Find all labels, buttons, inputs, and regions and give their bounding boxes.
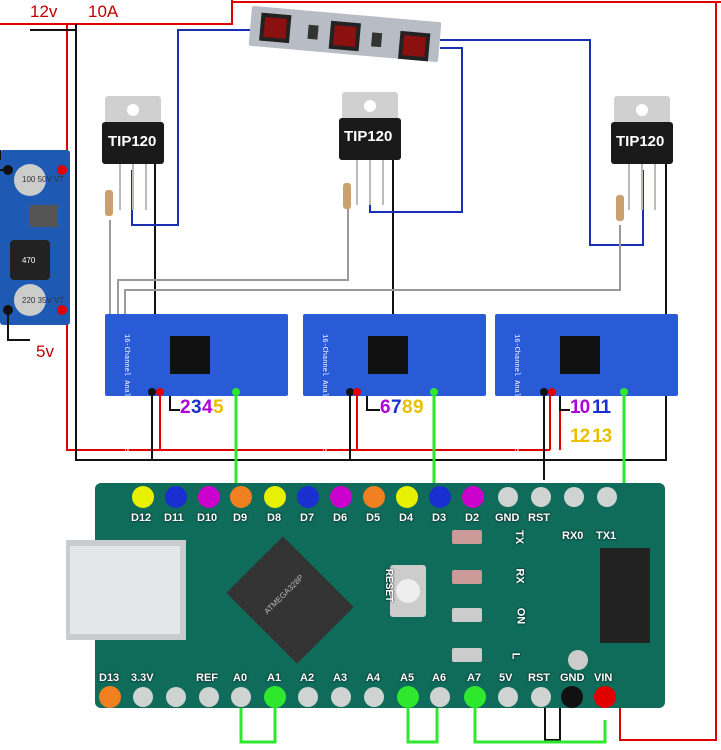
pin-gnd-top (498, 487, 518, 507)
label-a6: A6 (432, 672, 447, 684)
label-d10: D10 (197, 512, 218, 524)
label-a3: A3 (333, 672, 348, 684)
reset-button-label: RESET (383, 568, 395, 603)
mux1-num-5: 5 (213, 397, 224, 418)
label-a4: A4 (366, 672, 381, 684)
converter-cap2-label: 220 35V VT (22, 296, 65, 305)
label-d12: D12 (131, 512, 152, 524)
logic-voltage-label: 5v (36, 342, 54, 361)
supply-12v-bus (231, 0, 721, 3)
mux1-num-4: 4 (202, 397, 213, 418)
pin-d8 (264, 486, 286, 508)
buck-converter (0, 150, 70, 325)
pin-a7 (464, 686, 486, 708)
arduino-nano-board (66, 483, 665, 708)
tip120-2-label: TIP120 (344, 128, 393, 145)
label-d4: D4 (399, 512, 414, 524)
pin-d2 (462, 486, 484, 508)
label-a1: A1 (267, 672, 282, 684)
ground-bus (75, 24, 560, 461)
vin-wire (619, 2, 717, 741)
pin-d10 (198, 486, 220, 508)
pin-d6 (330, 486, 352, 508)
label-d3: D3 (432, 512, 447, 524)
label-d11: D11 (164, 512, 184, 524)
supply-voltage-label: 12v (30, 2, 58, 21)
mux2-title: 16-Channel Analog Multiplexer (320, 334, 328, 456)
pin-d12 (132, 486, 154, 508)
label-rst-bottom: RST (528, 672, 550, 684)
supply-current-label: 10A (88, 2, 119, 21)
label-a5: A5 (400, 672, 415, 684)
converter-cap1-label: 100 50V VT (22, 175, 65, 184)
mux2-num-9: 9 (413, 397, 424, 418)
mux2-num-7: 7 (391, 397, 402, 418)
pin-d5 (363, 486, 385, 508)
label-d5: D5 (366, 512, 381, 524)
pin-d7 (297, 486, 319, 508)
mux-board-2 (303, 314, 486, 396)
pin-rst-top (531, 487, 551, 507)
tip120-3-label: TIP120 (616, 133, 665, 150)
mux-board-3 (495, 314, 678, 396)
pin-gnd-bottom (561, 686, 583, 708)
mux3-num-11: 11 (592, 397, 611, 418)
pin-d11 (165, 486, 187, 508)
pin-d3 (429, 486, 451, 508)
led-tx-label: TX (513, 529, 526, 545)
label-vin: VIN (594, 672, 613, 684)
label-d8: D8 (267, 512, 282, 524)
label-d6: D6 (333, 512, 348, 524)
label-d13: D13 (99, 672, 120, 684)
tip120-1 (102, 96, 164, 216)
pin-tx1 (597, 487, 617, 507)
tip120-3 (611, 96, 673, 221)
mux-board-1 (105, 314, 288, 396)
label-rst-top: RST (528, 512, 550, 524)
mux1-num-2: 2 (180, 397, 191, 418)
pin-vin (594, 686, 616, 708)
label-gnd-bottom: GND (560, 672, 585, 684)
led-strip (248, 5, 442, 63)
mux3-num-12: 12 (570, 426, 590, 447)
label-tx1: TX1 (596, 530, 617, 542)
strip-wire-3 (440, 39, 644, 246)
label-a2: A2 (300, 672, 315, 684)
label-d7: D7 (300, 512, 315, 524)
pin-a5 (397, 686, 419, 708)
mux2-num-8: 8 (402, 397, 413, 418)
supply-12v-wire (0, 0, 233, 25)
mux3-num-13: 13 (592, 426, 612, 447)
converter-inductor-label: 470 (22, 256, 36, 265)
led-rx-label: RX (513, 568, 526, 584)
label-a0: A0 (233, 672, 248, 684)
pin-rx0 (564, 487, 584, 507)
tip120-1-label: TIP120 (108, 133, 157, 150)
label-d2: D2 (465, 512, 480, 524)
label-gnd-top: GND (495, 512, 520, 524)
pin-d13 (99, 686, 121, 708)
led-on-label: ON (514, 607, 527, 625)
label-ref: REF (196, 672, 218, 684)
mux1-num-3: 3 (191, 397, 202, 418)
label-a7: A7 (467, 672, 482, 684)
mux3-num-10: 10 (570, 397, 590, 418)
label-5v: 5V (499, 672, 513, 684)
pin-d9 (230, 486, 252, 508)
label-d9: D9 (233, 512, 248, 524)
pin-a1 (264, 686, 286, 708)
led-l-label: L (509, 652, 522, 660)
mux1-title: 16-Channel Analog Multiplexer (122, 334, 130, 456)
pin-d4 (396, 486, 418, 508)
label-rx0: RX0 (562, 530, 584, 542)
mux3-title: 16-Channel Analog Multiplexer (512, 334, 520, 456)
tip120-2 (339, 92, 401, 209)
mux2-num-6: 6 (380, 397, 391, 418)
label-3v3: 3.3V (131, 672, 154, 684)
